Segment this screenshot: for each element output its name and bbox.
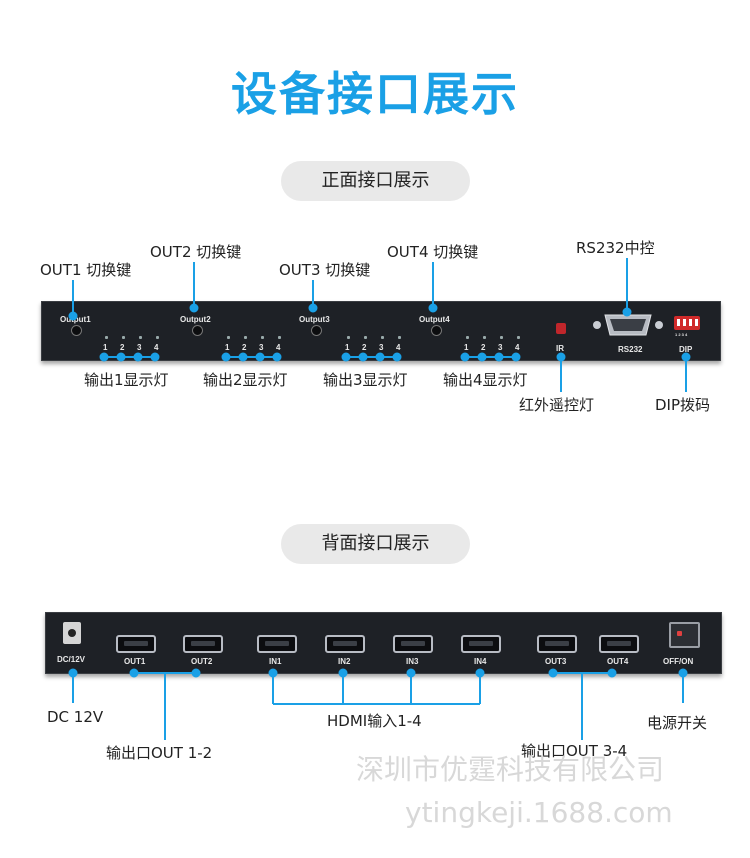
led-number: 3	[379, 343, 384, 352]
power-switch[interactable]	[669, 622, 700, 648]
led-number: 1	[225, 343, 230, 352]
port-label: IN4	[474, 657, 487, 666]
output4-button[interactable]	[431, 325, 442, 336]
port-label: IN3	[406, 657, 419, 666]
led-number: 4	[276, 343, 281, 352]
ir-receiver-icon	[556, 323, 566, 334]
ir-callout: 红外遥控灯	[519, 396, 595, 414]
led-number: 2	[481, 343, 486, 352]
out34-callout: 输出口OUT 3-4	[521, 742, 628, 760]
rs232-label: RS232	[618, 345, 643, 354]
led-indicator	[347, 336, 350, 339]
port-label: IN2	[338, 657, 351, 666]
hdmi-port-icon	[325, 635, 365, 653]
output3-button[interactable]	[311, 325, 322, 336]
dip-tiny-label: 1 2 3 4	[675, 332, 688, 337]
led-number: 2	[120, 343, 125, 352]
port-label: IN1	[269, 657, 282, 666]
rs232-callout: RS232中控	[576, 239, 655, 257]
led4-callout: 输出4显示灯	[443, 371, 528, 389]
hdmi-port-icon	[599, 635, 639, 653]
led1-callout: 输出1显示灯	[84, 371, 169, 389]
led-indicator	[156, 336, 159, 339]
rs232-port-icon	[593, 314, 663, 336]
back-section-pill: 背面接口展示	[281, 524, 470, 564]
hdmi-in-callout: HDMI输入1-4	[327, 712, 422, 730]
hdmi-port-icon	[257, 635, 297, 653]
led3-callout: 输出3显示灯	[323, 371, 408, 389]
hdmi-port-icon	[461, 635, 501, 653]
led-number: 3	[498, 343, 503, 352]
page-title: 设备接口展示	[231, 67, 519, 121]
ir-label: IR	[556, 344, 564, 353]
led-number: 1	[464, 343, 469, 352]
led-indicator	[466, 336, 469, 339]
led-indicator	[500, 336, 503, 339]
front-panel: Output1 Output2 Output3 Output4 1 2 3 4 …	[41, 301, 721, 361]
hdmi-port-icon	[393, 635, 433, 653]
led-number: 3	[137, 343, 142, 352]
back-panel: DC/12V OUT1 OUT2 IN1 IN2 IN3 IN4 OUT3 OU…	[45, 612, 722, 674]
led-number: 2	[242, 343, 247, 352]
led-indicator	[517, 336, 520, 339]
power-label: OFF/ON	[663, 657, 694, 666]
led-number: 4	[515, 343, 520, 352]
dip-switch[interactable]	[674, 316, 700, 330]
port-label: OUT1	[124, 657, 146, 666]
port-label: OUT2	[191, 657, 213, 666]
out4-callout: OUT4 切换键	[387, 243, 479, 261]
led-indicator	[261, 336, 264, 339]
led-number: 2	[362, 343, 367, 352]
led-indicator	[483, 336, 486, 339]
led-indicator	[227, 336, 230, 339]
output2-label: Output2	[180, 315, 211, 324]
led-number: 4	[154, 343, 159, 352]
front-section-pill: 正面接口展示	[281, 161, 470, 201]
dc-callout: DC 12V	[47, 708, 104, 726]
dc-jack-icon	[63, 622, 81, 644]
hdmi-port-icon	[537, 635, 577, 653]
output1-button[interactable]	[71, 325, 82, 336]
led-indicator	[381, 336, 384, 339]
output3-label: Output3	[299, 315, 330, 324]
led-indicator	[398, 336, 401, 339]
output4-label: Output4	[419, 315, 450, 324]
hdmi-port-icon	[116, 635, 156, 653]
led-indicator	[139, 336, 142, 339]
led-number: 4	[396, 343, 401, 352]
led-indicator	[278, 336, 281, 339]
power-callout: 电源开关	[647, 714, 708, 732]
led-indicator	[105, 336, 108, 339]
out2-callout: OUT2 切换键	[150, 243, 242, 261]
output2-button[interactable]	[192, 325, 203, 336]
hdmi-port-icon	[183, 635, 223, 653]
led-indicator	[122, 336, 125, 339]
watermark-company: 深圳市优霆科技有限公司	[356, 753, 665, 786]
led-number: 1	[345, 343, 350, 352]
port-label: OUT3	[545, 657, 567, 666]
dip-callout: DIP拨码	[655, 396, 711, 414]
led-number: 1	[103, 343, 108, 352]
port-label: OUT4	[607, 657, 629, 666]
out3-callout: OUT3 切换键	[279, 261, 371, 279]
dip-label: DIP	[679, 345, 693, 354]
dc-label: DC/12V	[57, 655, 86, 664]
out12-callout: 输出口OUT 1-2	[106, 744, 213, 762]
led-indicator	[244, 336, 247, 339]
led-indicator	[364, 336, 367, 339]
led2-callout: 输出2显示灯	[203, 371, 288, 389]
out1-callout: OUT1 切换键	[40, 261, 132, 279]
watermark-url: ytingkeji.1688.com	[405, 796, 673, 829]
led-number: 3	[259, 343, 264, 352]
